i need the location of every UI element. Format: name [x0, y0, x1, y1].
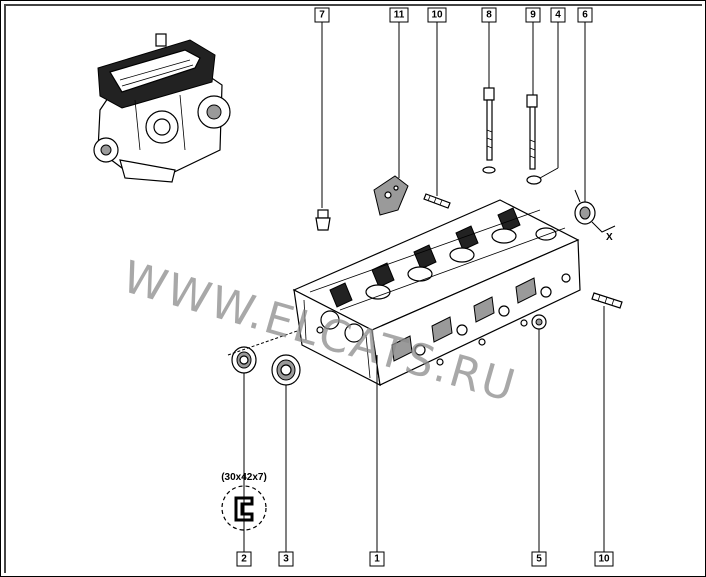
callout-11: 11 [389, 7, 409, 23]
svg-text:1: 1 [374, 554, 380, 565]
part-6-plug [574, 189, 616, 233]
svg-text:4: 4 [555, 10, 561, 21]
cylinder-head [292, 199, 581, 387]
part-5-cap [531, 314, 547, 330]
callout-2: 2 [236, 551, 252, 567]
engine-thumbnail [93, 33, 231, 183]
svg-text:7: 7 [319, 10, 325, 21]
callout-8: 8 [481, 7, 497, 23]
part-9-bolt [526, 94, 538, 170]
callout-3: 3 [278, 551, 294, 567]
leader-lines [243, 22, 605, 552]
callout-6: 6 [577, 7, 593, 23]
svg-text:5: 5 [536, 554, 542, 565]
svg-text:10: 10 [598, 554, 610, 565]
svg-text:2: 2 [241, 554, 247, 565]
part-10-stud-right [591, 292, 623, 309]
part-8-bolt [482, 87, 496, 174]
part-10-stud-top [423, 193, 451, 209]
svg-text:6: 6 [582, 10, 588, 21]
part-7-plug [315, 209, 331, 231]
part-3-seal [271, 354, 301, 386]
seal-section-detail [221, 485, 267, 531]
svg-text:3: 3 [283, 554, 289, 565]
callout-7: 7 [314, 7, 330, 23]
callout-10-bottom: 10 [594, 551, 614, 567]
callout-10-top: 10 [427, 7, 447, 23]
diagram-inner-border [4, 4, 702, 573]
part-2-seal [231, 346, 257, 374]
callout-5: 5 [531, 551, 547, 567]
callout-4: 4 [550, 7, 566, 23]
part-11-gasket [373, 175, 409, 216]
axis-x-label: X [606, 232, 613, 243]
svg-text:9: 9 [530, 10, 536, 21]
svg-text:8: 8 [486, 10, 492, 21]
svg-text:10: 10 [431, 10, 443, 21]
callout-1: 1 [369, 551, 385, 567]
part-4-washer [526, 175, 542, 185]
callout-9: 9 [525, 7, 541, 23]
svg-text:11: 11 [394, 10, 405, 21]
